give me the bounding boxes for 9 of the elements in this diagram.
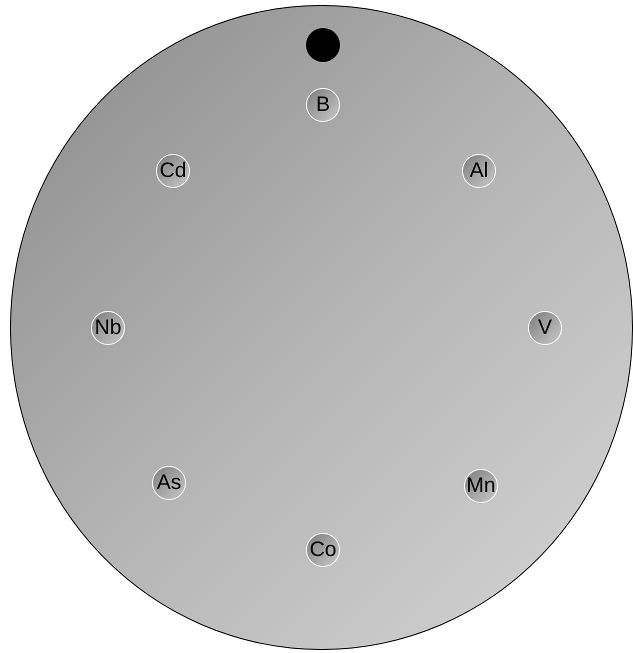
- element-circle: As: [152, 466, 186, 500]
- dot-marker: [306, 28, 340, 62]
- element-circle: B: [306, 88, 340, 122]
- element-circle: Mn: [464, 469, 498, 503]
- element-circle: V: [528, 311, 562, 345]
- element-circle: Nb: [91, 311, 125, 345]
- element-circle: Co: [306, 533, 340, 567]
- element-circle: Cd: [156, 154, 190, 188]
- element-circle: Al: [462, 154, 496, 188]
